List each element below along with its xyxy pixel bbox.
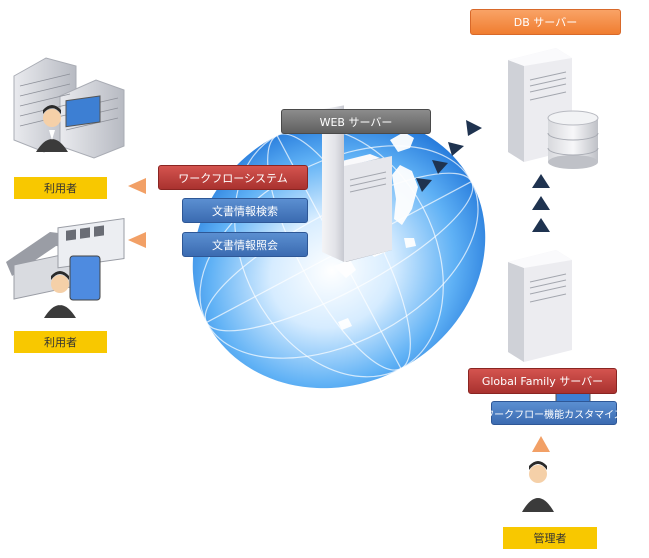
document-inquiry-label: 文書情報照会 xyxy=(182,232,308,257)
db-server-icon xyxy=(508,48,599,169)
web-server-label: WEB サーバー xyxy=(281,109,431,134)
document-search-label: 文書情報検索 xyxy=(182,198,308,223)
workflow-customize-label: ワークフロー機能カスタマイズ xyxy=(484,401,624,425)
global-family-server-icon xyxy=(508,250,572,362)
vertical-arrows xyxy=(532,174,550,232)
train-station-icon xyxy=(6,218,125,318)
office-building-icon xyxy=(13,57,125,159)
user-label-bottom: 利用者 xyxy=(14,331,107,353)
global-family-server-label: Global Family サーバー xyxy=(468,368,617,394)
database-icon xyxy=(547,110,599,169)
user-label-top: 利用者 xyxy=(14,177,107,199)
workflow-system-label: ワークフローシステム xyxy=(158,165,308,190)
orange-arrows xyxy=(128,178,550,452)
navy-arrows xyxy=(416,120,482,192)
db-server-label: DB サーバー xyxy=(470,9,621,35)
admin-label: 管理者 xyxy=(503,527,597,549)
